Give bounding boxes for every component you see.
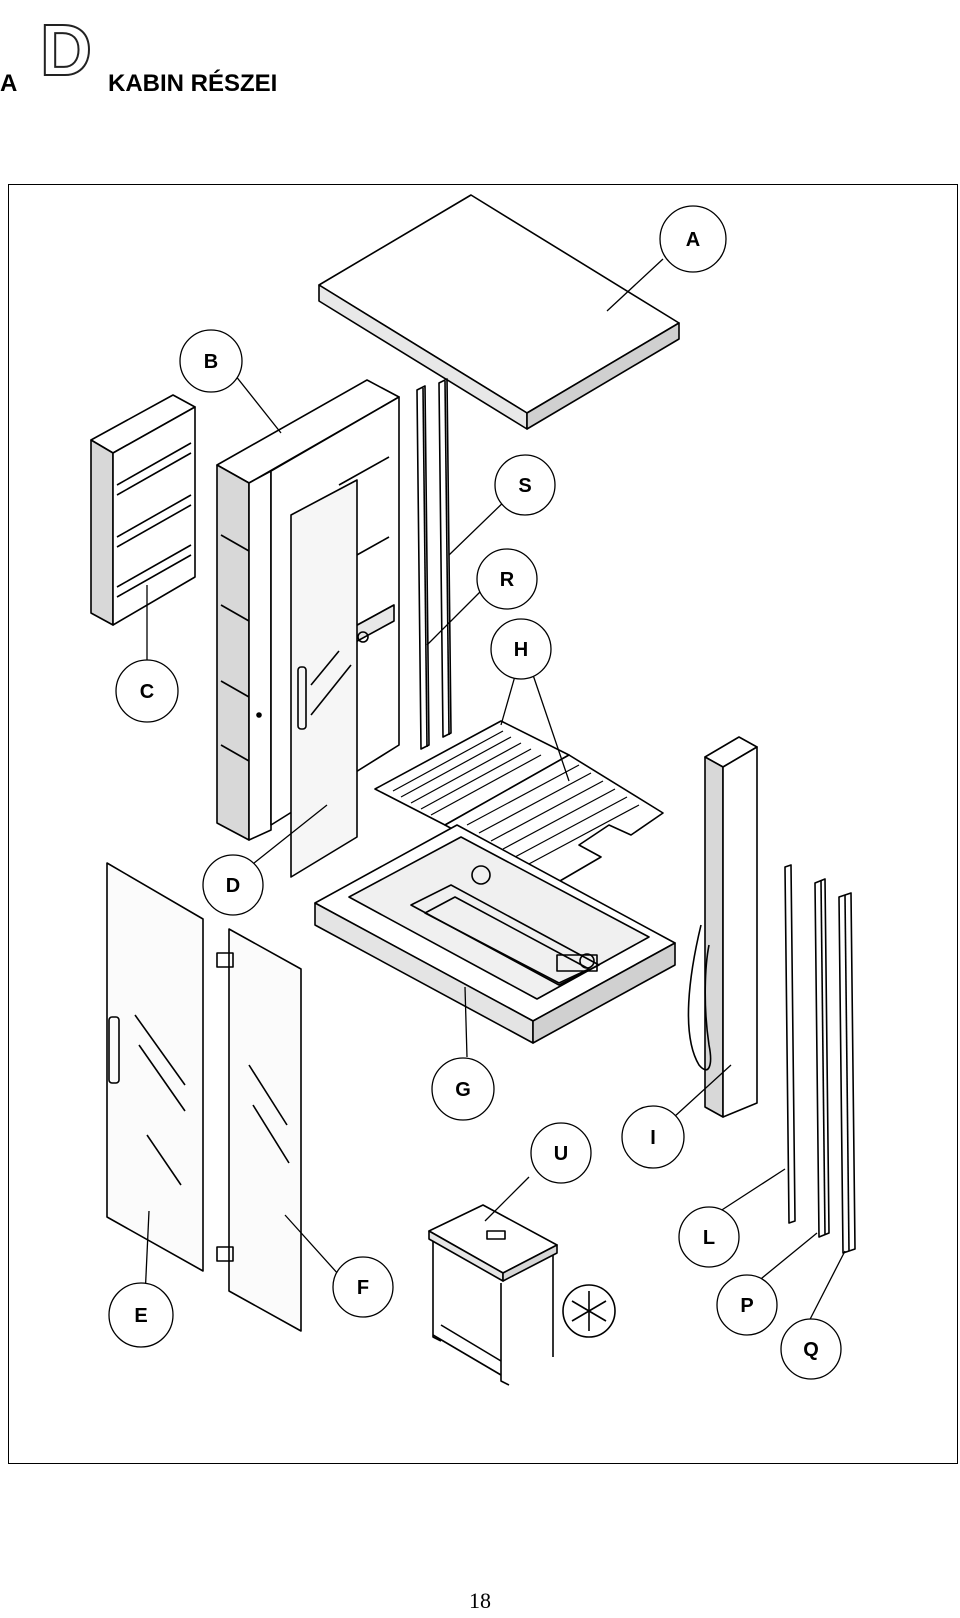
page-title: KABIN RÉSZEI: [108, 70, 278, 97]
logo-letter: D: [39, 11, 93, 91]
callout-s: S: [518, 475, 531, 497]
part-stool: [428, 1204, 558, 1386]
part-roof-panel: [318, 194, 680, 430]
callout-a: A: [686, 229, 700, 251]
part-shower-column: [687, 736, 758, 1118]
header-prefix: A: [0, 70, 18, 97]
part-profile-l: [784, 864, 796, 1224]
part-profile-q: [838, 892, 856, 1254]
parts-diagram-frame: A B C D E F G H I L P Q R S U: [8, 184, 958, 1464]
part-profile-r: [416, 385, 430, 750]
callout-b: B: [204, 351, 218, 373]
page-header: A D KABIN RÉSZEI: [0, 6, 400, 97]
callout-c: C: [140, 681, 154, 703]
page-number: 18: [469, 1588, 491, 1613]
callout-d: D: [226, 875, 240, 897]
part-cabinet-door: [290, 479, 358, 878]
part-shower-tray: [314, 824, 676, 1044]
parts-diagram: A B C D E F G H I L P Q R S U: [90, 194, 856, 1386]
part-profile-s: [438, 378, 452, 738]
callout-r: R: [500, 569, 515, 591]
callout-l: L: [703, 1227, 715, 1249]
callout-f: F: [357, 1277, 369, 1299]
part-small-shelf: [90, 394, 196, 626]
part-glass-door-e: [106, 862, 204, 1272]
callout-e: E: [134, 1305, 147, 1327]
cleaning-symbol-icon: [562, 1284, 616, 1338]
callout-p: P: [740, 1295, 753, 1317]
d-logo-icon: D: [36, 11, 96, 91]
callout-h: H: [514, 639, 528, 661]
callout-u: U: [554, 1143, 568, 1165]
part-profile-p: [814, 878, 830, 1238]
callout-i: I: [650, 1127, 656, 1149]
part-glass-panel-f: [216, 928, 302, 1332]
callout-q: Q: [803, 1339, 819, 1361]
callout-g: G: [455, 1079, 471, 1101]
